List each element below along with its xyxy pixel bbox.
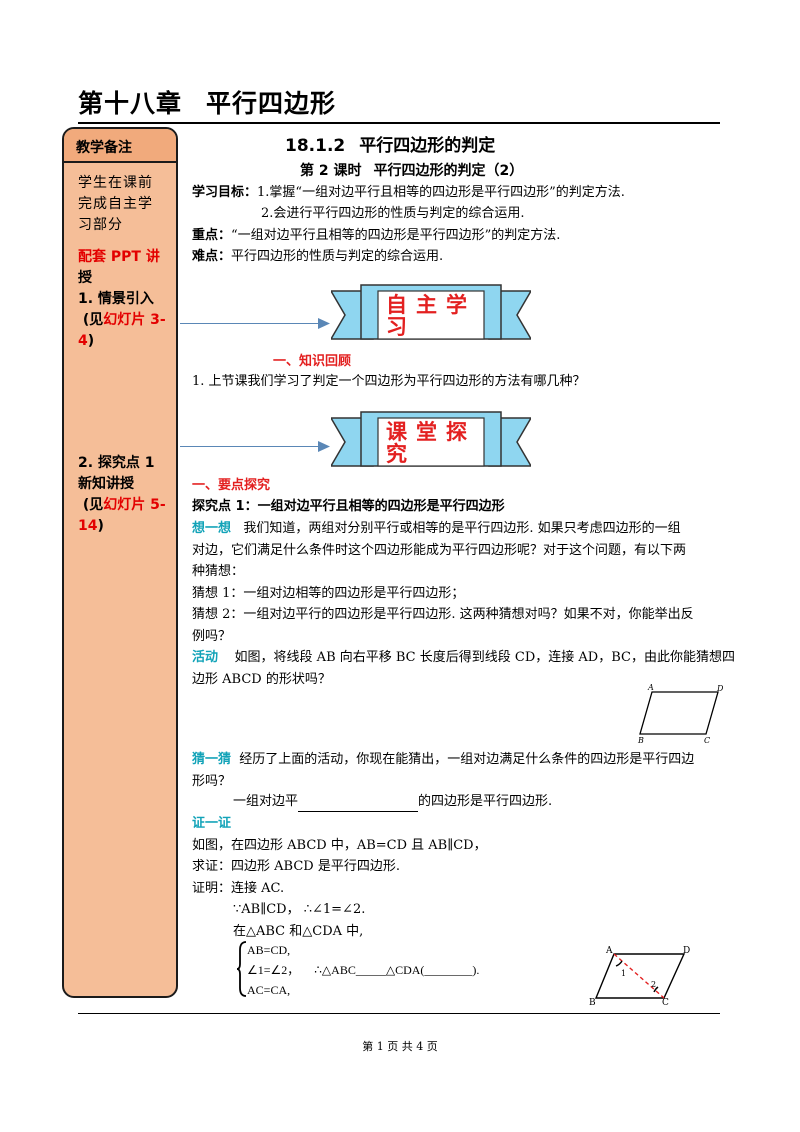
fig2-angle-2: 2: [651, 980, 656, 989]
banner-class-explore: [331, 411, 531, 467]
guess-2: 猜想 2：一组对边平行的四边形是平行四边形. 这两种猜想对吗？如果不对，你能举出…: [192, 607, 694, 622]
guess-1: 猜想 1：一组对边相等的四边形是平行四边形；: [192, 585, 465, 601]
guess-paragraph: 猜一猜 经历了上面的活动，你现在能猜出，一组对边满足什么条件的四边形是平行四边 …: [192, 752, 695, 789]
header-rule: [78, 122, 720, 124]
review-question: 1. 上节课我们学习了判定一个四边形为平行四边形的方法有哪几种？: [192, 374, 586, 389]
brace-icon: [236, 941, 247, 997]
fig1-label-c: C: [704, 736, 710, 745]
think-paragraph: 想一想 我们知道，两组对分别平行或相等的是平行四边形. 如果只考虑四边形的一组 …: [192, 521, 735, 687]
key-point: 重点：“一组对边平行且相等的四边形是平行四边形”的判定方法.: [192, 228, 561, 243]
parallelogram-figure-2: A D B C 1 2: [589, 946, 690, 1008]
sidebar-step2: 2. 探究点 1 新知讲授 (见幻灯片 5- 14): [78, 455, 166, 534]
chapter-number: 第十八章: [78, 89, 183, 118]
teaching-notes-sidebar: 教学备注 学生在课前 完成自主学 习部分 配套 PPT 讲 授 1. 情景引入 …: [62, 127, 178, 998]
fig2-label-c: C: [662, 998, 669, 1008]
proof-system: AB=CD, ∠1=∠2， ∴△ABC_____△CDA(________). …: [247, 943, 480, 997]
banner-self-study-text: 自主学 习: [386, 293, 476, 339]
guess-label: 猜一猜: [192, 752, 232, 767]
fill-blank-statement: 一组对边平 的四边形是平行四边形.: [233, 793, 552, 812]
fig2-label-b: B: [589, 998, 596, 1008]
congruence-statement: ∴△ABC_____△CDA(________).: [314, 963, 480, 977]
footer-rule: [78, 1013, 720, 1014]
chapter-name: 平行四边形: [206, 89, 337, 118]
fig1-label-d: D: [716, 684, 724, 693]
connector-line-2: [180, 446, 326, 447]
arrow-head-icon-2: [318, 441, 330, 452]
banner-class-explore-text: 课堂探 究: [386, 420, 476, 466]
lesson-title: 第 2 课时平行四边形的判定（2）: [300, 163, 524, 179]
fig2-label-a: A: [605, 946, 613, 956]
sidebar-heading: 教学备注: [64, 129, 176, 163]
prove-label: 证一证: [192, 816, 232, 831]
fig1-label-a: A: [647, 684, 654, 692]
parallelogram-figure-1: A D B C: [637, 684, 724, 745]
proof-section: 证一证 如图，在四边形 ABCD 中，AB=CD 且 AB∥CD， 求证：四边形…: [192, 813, 612, 942]
sidebar-note: 学生在课前 完成自主学 习部分: [78, 175, 153, 233]
arrow-head-icon: [318, 318, 330, 329]
chapter-title: 第十八章平行四边形: [78, 84, 336, 120]
difficult-point: 难点：平行四边形的性质与判定的综合运用.: [192, 249, 444, 264]
think-label: 想一想: [192, 521, 232, 536]
review-heading: 一、知识回顾: [273, 354, 352, 369]
activity-label: 活动: [192, 650, 219, 665]
page-number: 第 1 页 共 4 页: [362, 1040, 438, 1053]
explore-point-title: 探究点 1：一组对边平行且相等的四边形是平行四边形: [192, 499, 505, 514]
fig2-label-d: D: [683, 946, 690, 956]
learning-goal-2: 2.会进行平行四边形的性质与判定的综合运用.: [261, 206, 525, 221]
sidebar-ppt: 配套 PPT 讲 授 1. 情景引入 (见幻灯片 3- 4): [78, 249, 166, 349]
explore-heading: 一、要点探究: [192, 478, 271, 493]
banner-self-study: [331, 284, 531, 340]
fig1-label-b: B: [637, 736, 644, 745]
connector-line: [180, 323, 326, 324]
learning-goals: 学习目标：1.掌握“一组对边平行且相等的四边形是平行四边形”的判定方法.: [192, 185, 625, 200]
fig2-angle-1: 1: [621, 969, 626, 978]
answer-blank[interactable]: [298, 793, 419, 812]
